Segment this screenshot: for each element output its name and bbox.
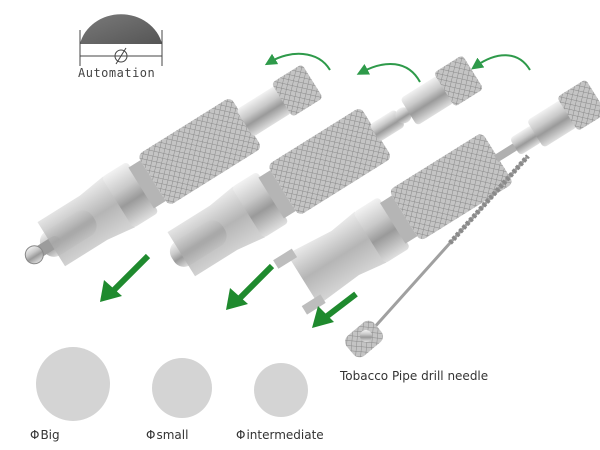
direction-arrow-icon — [226, 263, 275, 310]
automation-half-disc-icon — [80, 14, 162, 44]
direction-arrow-icon — [100, 253, 151, 302]
direction-arrow-icon — [312, 291, 358, 328]
drill-needle — [345, 154, 530, 358]
pin-vise-tool-1 — [24, 65, 322, 267]
pin-vise-tool-2 — [167, 56, 483, 277]
size-circle-big — [36, 347, 110, 421]
intermediate-size-label: Φintermediate — [236, 428, 324, 442]
small-text: small — [156, 428, 189, 442]
rotation-arrow-icon — [471, 54, 531, 71]
automation-label: Automation — [78, 66, 156, 80]
diameter-symbol-icon: Φ — [30, 428, 40, 442]
rotation-arrow-icon — [356, 62, 421, 83]
diameter-symbol-icon: Φ — [236, 428, 246, 442]
rotation-arrow-icon — [264, 52, 331, 71]
big-text: Big — [40, 428, 60, 442]
diameter-symbol-icon: Φ — [146, 428, 156, 442]
drill-needle-label: Tobacco Pipe drill needle — [340, 369, 489, 383]
intermediate-text: intermediate — [246, 428, 324, 442]
size-circle-intermediate — [254, 363, 308, 417]
big-size-label: ΦBig — [30, 428, 60, 442]
size-circle-small — [152, 358, 212, 418]
diameter-dimension-icon — [79, 30, 163, 66]
pin-vise-tool-3 — [273, 80, 600, 315]
small-size-label: Φsmall — [146, 428, 188, 442]
